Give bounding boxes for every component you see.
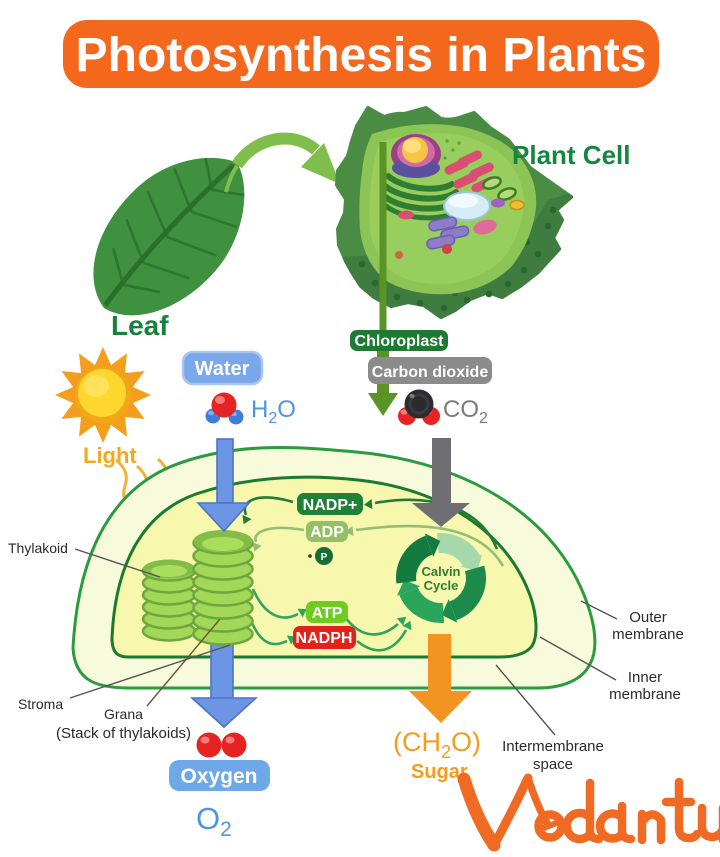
svg-text:NADP+: NADP+ bbox=[303, 497, 358, 514]
svg-text:H2O: H2O bbox=[251, 396, 296, 427]
svg-text:Stroma: Stroma bbox=[18, 696, 63, 712]
svg-text:(CH2O): (CH2O) bbox=[393, 727, 481, 762]
svg-text:Outer: Outer bbox=[629, 609, 667, 626]
svg-text:Cycle: Cycle bbox=[424, 578, 459, 593]
svg-text:ATP: ATP bbox=[312, 605, 343, 622]
svg-text:Plant Cell: Plant Cell bbox=[512, 140, 630, 170]
svg-text:Calvin: Calvin bbox=[421, 564, 460, 579]
svg-text:(Stack of thylakoids): (Stack of thylakoids) bbox=[56, 725, 191, 742]
svg-text:Carbon dioxide: Carbon dioxide bbox=[372, 364, 489, 381]
svg-text:Photosynthesis in Plants: Photosynthesis in Plants bbox=[76, 29, 647, 82]
svg-text:space: space bbox=[533, 756, 573, 773]
svg-text:Leaf: Leaf bbox=[111, 310, 169, 341]
svg-text:Inner: Inner bbox=[628, 669, 662, 686]
svg-text:Light: Light bbox=[83, 443, 137, 468]
svg-text:NADPH: NADPH bbox=[296, 630, 353, 647]
svg-text:Water: Water bbox=[195, 358, 250, 380]
svg-text:Sugar: Sugar bbox=[411, 761, 468, 783]
svg-text:Intermembrane: Intermembrane bbox=[502, 738, 604, 755]
svg-text:Grana: Grana bbox=[104, 706, 143, 722]
svg-text:Thylakoid: Thylakoid bbox=[8, 540, 68, 556]
svg-text:ADP: ADP bbox=[310, 524, 344, 541]
svg-text:membrane: membrane bbox=[609, 686, 681, 703]
svg-text:Chloroplast: Chloroplast bbox=[355, 333, 445, 350]
svg-text:P: P bbox=[321, 552, 328, 563]
svg-text:membrane: membrane bbox=[612, 626, 684, 643]
svg-text:Oxygen: Oxygen bbox=[180, 765, 257, 788]
